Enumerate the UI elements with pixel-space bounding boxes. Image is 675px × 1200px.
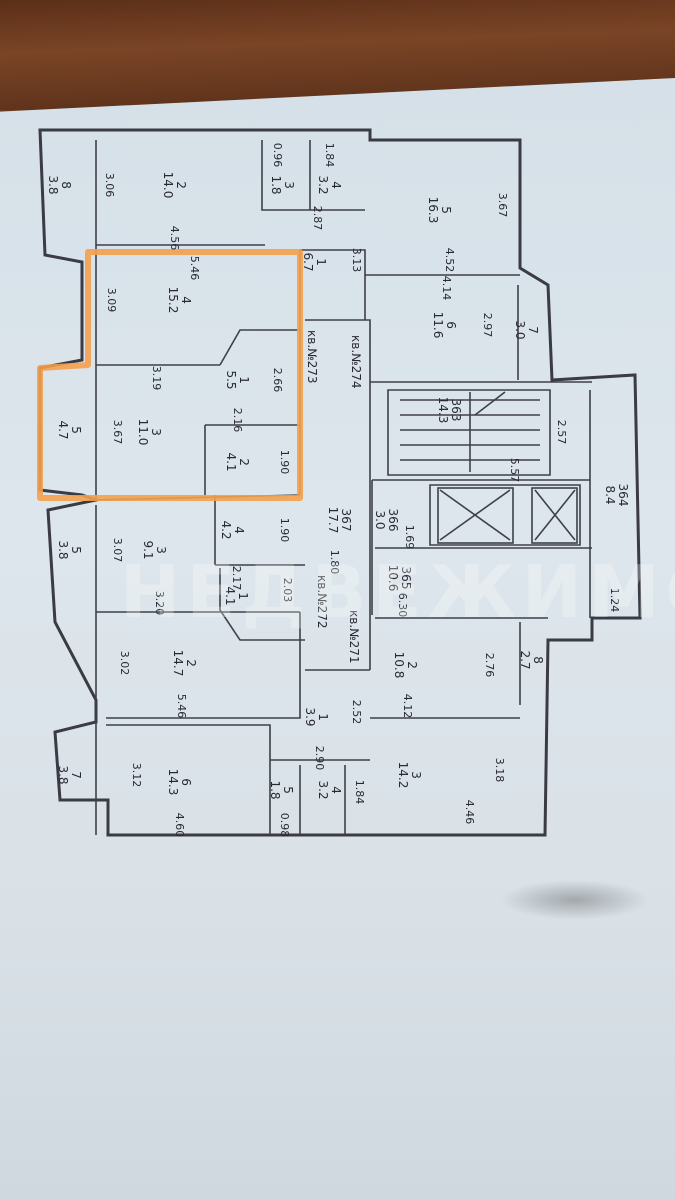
dimension-label: 4.12: [401, 694, 414, 719]
room-label: 13.9: [303, 707, 330, 726]
dimension-label: 2.03: [281, 578, 294, 603]
paper-smudge: [500, 880, 650, 920]
room-label: 43.2: [316, 780, 343, 799]
watermark: НЕДВЕЖИМОСТЬ: [120, 550, 675, 634]
room-label: 73.0: [513, 320, 540, 339]
room-label: 3663.0: [373, 509, 400, 532]
dimension-label: 2.76: [483, 653, 496, 678]
dimension-label: 1.69: [403, 525, 416, 550]
room-label: 311.0: [136, 419, 163, 446]
dimension-label: 3.02: [118, 651, 131, 676]
dimension-label: 4.60: [173, 813, 186, 838]
dimension-label: 3.18: [493, 758, 506, 783]
room-label: 16.7: [301, 252, 328, 271]
apartment-labels: кв.№274 кв.№273 кв.№272 кв.№271: [305, 330, 363, 664]
dimension-label: 1.24: [608, 588, 621, 613]
room-label: 14.1: [223, 586, 250, 605]
room-label: 73.8: [56, 765, 83, 784]
dimension-label: 4.56: [168, 226, 181, 251]
dimension-label: 2.57: [555, 420, 568, 445]
room-label: 24.1: [224, 452, 251, 471]
dimension-label: 3.67: [496, 193, 509, 218]
apartment-label-271: кв.№271: [347, 610, 361, 664]
room-label: 210.8: [392, 652, 419, 679]
apartment-label-272: кв.№272: [315, 575, 329, 629]
dimension-label: 2.16: [231, 408, 244, 433]
dimension-label: 5.46: [188, 256, 201, 281]
dimension-label: 6.30: [396, 593, 409, 618]
dimension-label: 4.52: [443, 248, 456, 273]
room-label: 83.8: [46, 175, 73, 194]
dimension-label: 1.90: [278, 450, 291, 475]
room-label: 51.8: [268, 780, 295, 799]
dimension-label: 3.12: [130, 763, 143, 788]
dimension-label: 5.57: [508, 458, 521, 483]
room-label: 54.7: [56, 420, 83, 439]
room-label: 43.2: [316, 175, 343, 194]
dimension-label: 2.90: [313, 746, 326, 771]
dimension-label: 3.06: [103, 173, 116, 198]
plan-walls: [38, 128, 642, 837]
dimension-label: 0.96: [271, 143, 284, 168]
room-label: 36510.6: [386, 565, 413, 592]
dimension-label: 3.67: [111, 420, 124, 445]
dimension-label: 3.20: [153, 591, 166, 616]
dimension-label: 2.87: [311, 206, 324, 231]
room-label: 15.5: [224, 370, 251, 389]
room-label: 44.2: [219, 520, 246, 539]
room-label: 214.0: [161, 172, 188, 199]
highlighted-apartment-outline: [37, 249, 303, 501]
room-label: 611.6: [431, 312, 458, 339]
dimension-label: 1.84: [353, 780, 366, 805]
dimension-label: 3.09: [105, 288, 118, 313]
stair-and-elevator-symbols: [400, 391, 578, 544]
room-label: 82.7: [518, 650, 545, 669]
dimension-label: 3.07: [111, 538, 124, 563]
room-label: 36314.3: [436, 397, 463, 424]
room-label: 3648.4: [603, 484, 630, 507]
room-label: 415.2: [166, 287, 193, 314]
room-label: 53.8: [56, 540, 83, 559]
dimension-label: 0.98: [278, 813, 291, 838]
dimension-label: 1.84: [323, 143, 336, 168]
room-label: 614.3: [166, 769, 193, 796]
dimension-label: 2.52: [350, 700, 363, 725]
apartment-label-273: кв.№273: [305, 330, 319, 384]
plan-labels: 83.8 3.06 214.0 4.56 0.96 1.84 31.8 43.2 2.87 16.…: [46, 143, 630, 838]
dimension-label: 2.66: [271, 368, 284, 393]
dimension-label: 3.13: [350, 248, 363, 273]
dimension-label: 4.14: [440, 276, 453, 301]
dimension-label: 2.97: [481, 313, 494, 338]
room-label: 31.8: [269, 175, 296, 194]
room-label: 214.7: [171, 650, 198, 677]
dimension-label: 1.80: [328, 550, 341, 575]
room-label: 314.2: [396, 762, 423, 789]
dimension-label: 2.17: [230, 566, 243, 591]
room-label: 36717.7: [326, 507, 353, 534]
apartment-label-274: кв.№274: [349, 335, 363, 389]
room-label: 516.3: [426, 197, 453, 224]
room-label: 39.1: [141, 540, 168, 559]
dimension-label: 1.90: [278, 518, 291, 543]
dimension-label: 4.46: [463, 800, 476, 825]
dimension-label: 3.19: [150, 366, 163, 391]
dimension-label: 5.46: [175, 694, 188, 719]
